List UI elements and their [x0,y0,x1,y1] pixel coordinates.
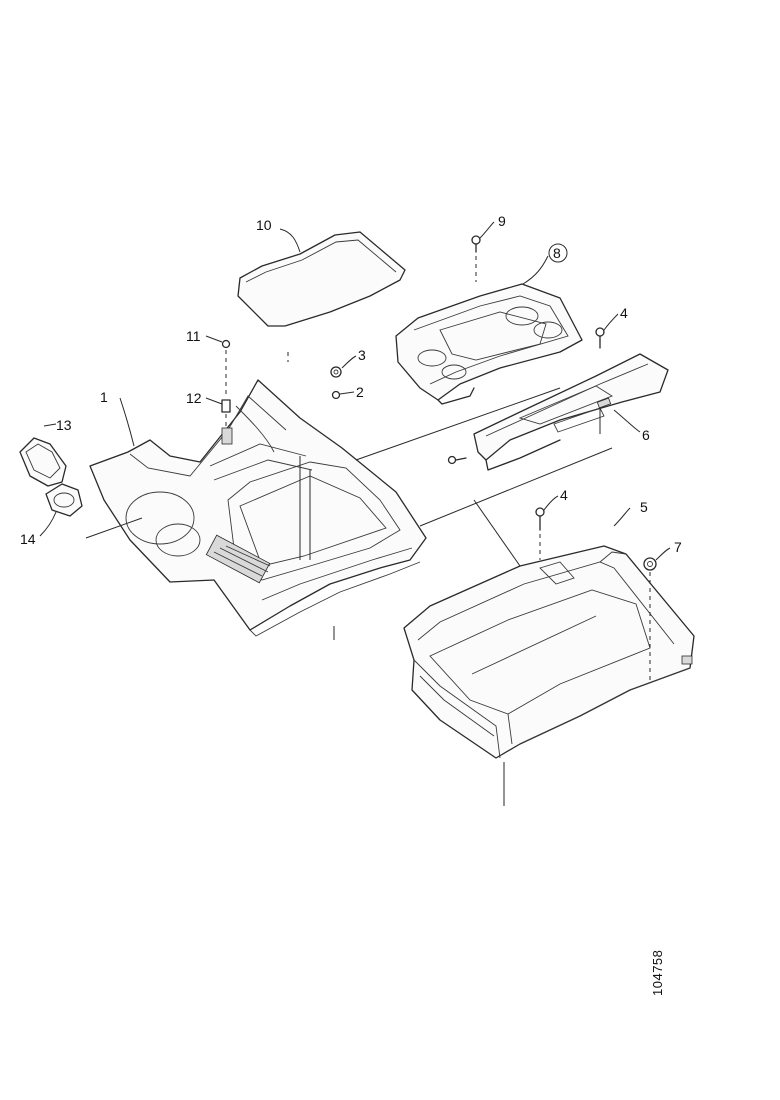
part-14-cover [45,483,83,517]
part-1-center-console [89,379,427,637]
leader-12 [205,397,223,405]
callout-11: 11 [186,328,201,344]
callout-4-lower: 4 [560,487,568,503]
leader-11 [205,335,223,343]
callout-2: 2 [356,384,364,400]
callout-6: 6 [642,427,650,443]
callout-13: 13 [56,417,72,433]
callout-7: 7 [674,539,682,555]
leader-10 [279,228,301,253]
leader-5 [613,507,631,527]
part-9-screw [471,235,481,282]
leader-2 [339,391,355,395]
part-13-cover [19,437,67,487]
assembly-lines [85,387,613,806]
callout-5: 5 [640,499,648,515]
leader-1 [119,397,135,447]
part-4-screw-lower [535,507,545,560]
part-5-storage-box [403,545,695,759]
part-11-screw [221,339,231,396]
part-10-mat [237,231,406,327]
callout-9: 9 [498,213,506,229]
part-3-nut [330,366,342,378]
callout-3: 3 [358,347,366,363]
part-8-cupholder-panel [395,283,583,405]
leader-4a [603,313,619,331]
leader-9 [479,221,495,239]
callout-12: 12 [186,390,202,406]
leader-13 [43,423,57,427]
part-7-nut [643,557,657,680]
leader-3 [341,355,357,369]
part-2-screw [331,390,341,400]
drawing-number: 104758 [650,950,665,996]
callout-14: 14 [20,531,36,547]
part-6-trim-panel [473,353,669,471]
part-4-screw-upper [595,327,605,349]
leader-6 [613,409,641,433]
leader-4b [543,495,559,511]
leader-14 [39,511,57,537]
leader-7 [655,547,671,561]
fastener-6 [447,455,467,465]
callout-1: 1 [100,389,108,405]
callout-4-upper: 4 [620,305,628,321]
circle-8 [548,243,568,263]
callout-10: 10 [256,217,272,233]
callout-8: 8 [553,245,561,261]
leader-8 [522,255,549,285]
part-12-clip [221,399,231,428]
callout-labels: 10 9 8 4 3 2 11 12 1 13 14 6 4 5 7 [20,213,682,555]
